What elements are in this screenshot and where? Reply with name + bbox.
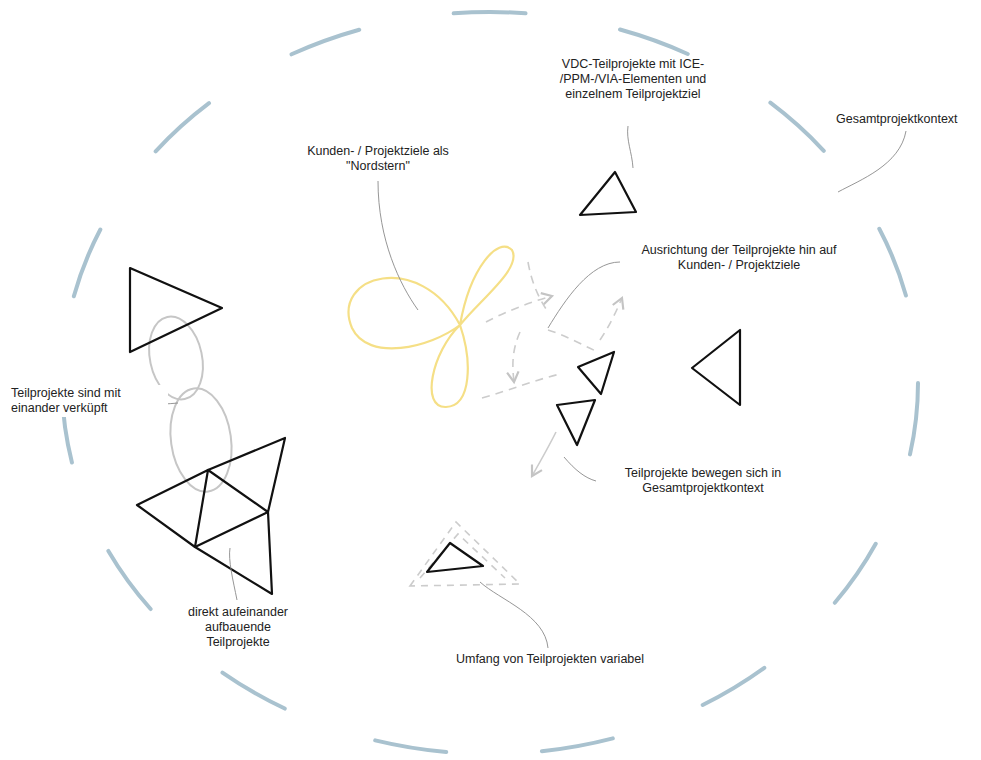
annotation-label: Kunden- / Projektziele als "Nordstern" [303, 143, 453, 175]
leader-line [564, 457, 596, 481]
dashed-line [528, 262, 548, 312]
subproject-triangle [557, 400, 595, 445]
scope-outline [420, 534, 505, 578]
dashed-arrow [600, 298, 622, 340]
movement-arrow [532, 432, 556, 476]
annotation-label: Ausrichtung der Teilprojekte hin auf Kun… [624, 242, 854, 274]
north-star-flower [349, 247, 514, 407]
dashed-line [548, 330, 598, 352]
subproject-triangle [578, 352, 614, 394]
subproject-triangle [130, 268, 222, 352]
annotation-label: Teilprojekte bewegen sich in Gesamtproje… [598, 465, 808, 497]
scope-outline [410, 522, 520, 586]
leader-line [480, 582, 548, 648]
chain-link [164, 384, 238, 495]
annotation-label: direkt aufeinander aufbauende Teilprojek… [178, 604, 298, 651]
annotation-label: Gesamtprojektkontext [833, 111, 973, 128]
dashed-line [482, 374, 560, 398]
annotation-label: Umfang von Teilprojekten variabel [440, 651, 660, 668]
dashed-arrow [486, 296, 552, 322]
context-boundary [62, 12, 918, 754]
variable-scope [410, 522, 520, 586]
orientation-arrows [482, 262, 622, 398]
leader-lines [150, 126, 906, 648]
annotation-label: VDC-Teilprojekte mit ICE- /PPM-/VIA-Elem… [553, 56, 713, 103]
subproject-triangle [692, 330, 740, 405]
subproject-triangle [137, 470, 208, 547]
subproject-triangle [580, 172, 636, 215]
leader-line [548, 262, 620, 328]
leader-line [230, 548, 237, 600]
leader-line [838, 131, 906, 192]
leader-line [628, 126, 633, 168]
subprojects [130, 172, 740, 594]
subproject-triangle [427, 543, 483, 572]
leader-line [378, 181, 418, 310]
dashed-arrow [513, 332, 520, 382]
subproject-triangle [208, 438, 285, 512]
annotation-label: Teilprojekte sind mit einander verküpft [8, 385, 168, 417]
